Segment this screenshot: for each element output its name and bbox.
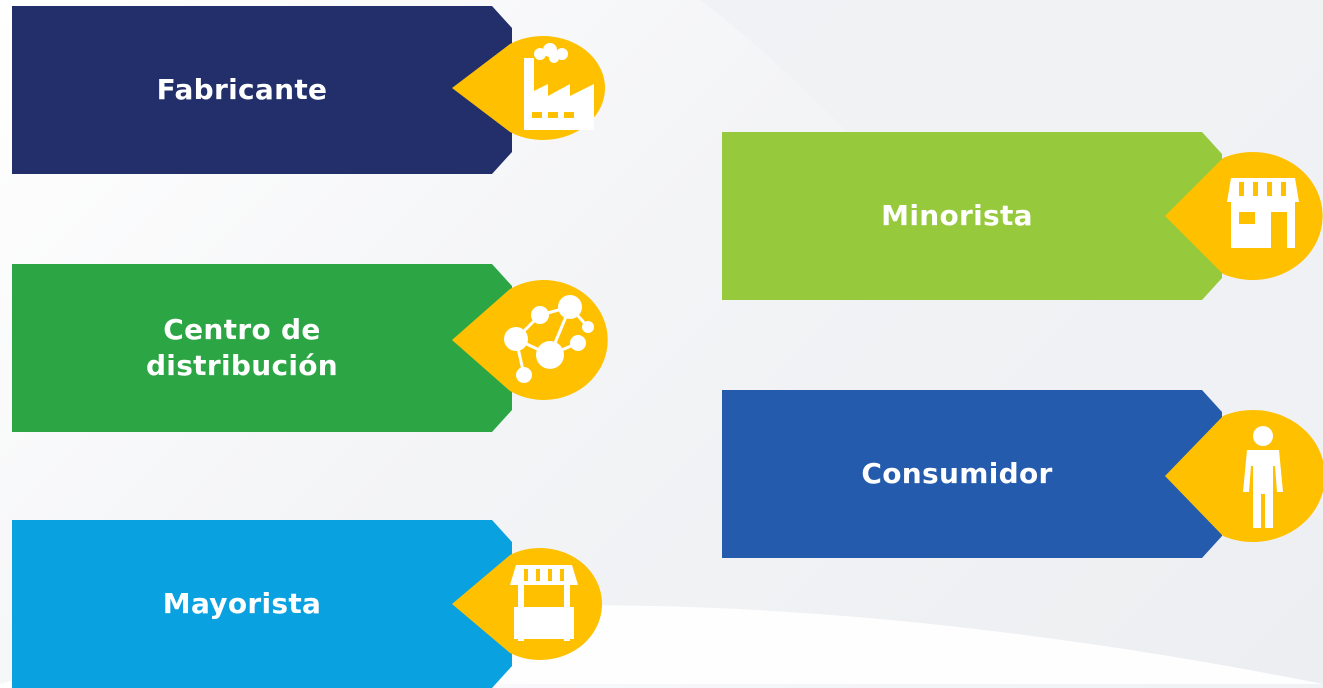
card-label-consumidor: Consumidor [861,457,1053,490]
card-consumidor-shape [722,390,1222,558]
card-label-minorista: Minorista [881,199,1033,232]
card-label-mayorista: Mayorista [162,587,322,620]
factory-icon [452,36,606,140]
market-stall-badge [452,545,626,663]
card-consumidor: Consumidor [722,390,1323,558]
factory-badge [452,36,626,141]
network-icon [452,280,608,400]
person-badge [1165,406,1323,546]
card-fabricante-shape [12,6,512,174]
card-minorista: Minorista [722,132,1323,300]
card-label-fabricante: Fabricante [156,73,328,106]
storefront-badge [1165,148,1323,284]
card-label-distribucion: Centro de distribución [145,313,339,382]
card-fabricante: Fabricante [12,6,626,174]
card-mayorista: Mayorista [12,520,626,688]
storefront-icon [1165,152,1323,280]
person-icon [1165,410,1323,542]
card-distribucion-shape [12,264,512,432]
card-mayorista-shape [12,520,512,688]
network-badge [452,279,626,401]
card-distribucion: Centro de distribución [12,264,626,432]
market-stall-icon [452,548,603,660]
card-minorista-shape [722,132,1222,300]
